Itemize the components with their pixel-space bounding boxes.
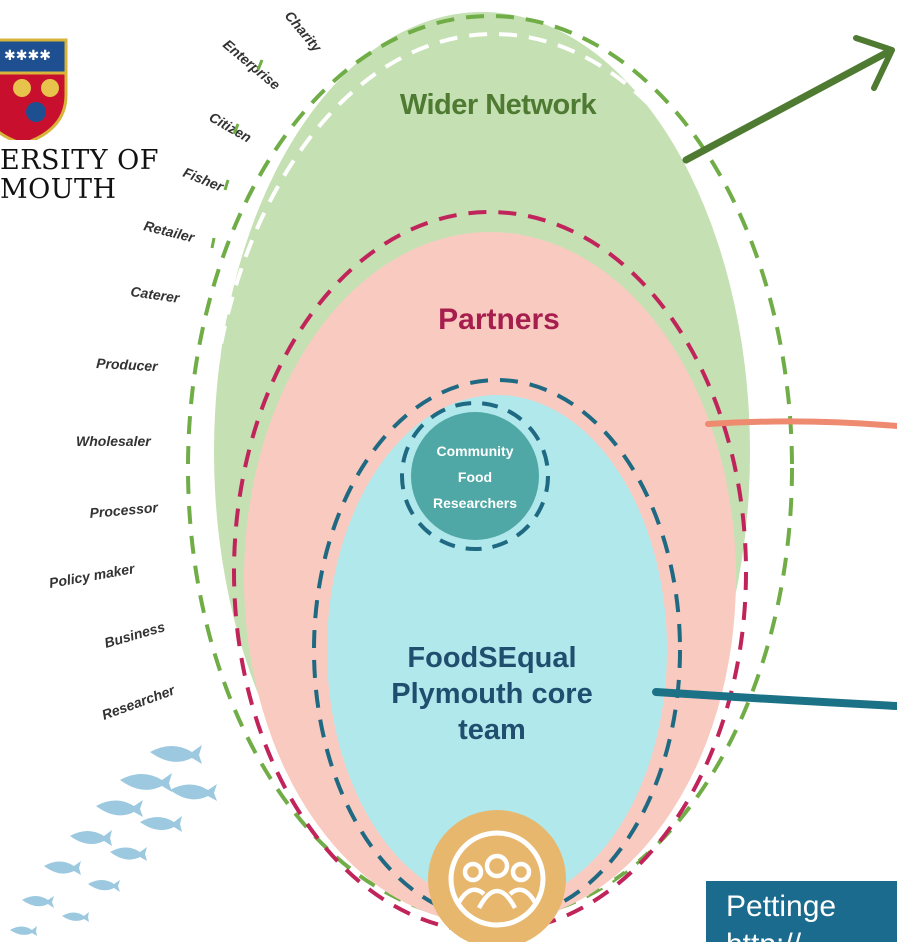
community-label-line2: Food: [458, 469, 492, 485]
community-label-line3: Researchers: [433, 495, 517, 511]
citation-box: Pettinge http://: [706, 881, 897, 942]
community-label-line1: Community: [437, 443, 514, 459]
stakeholder-label: Researcher: [100, 681, 179, 723]
citation-line1: Pettinge: [726, 890, 837, 923]
stakeholder-label: Charity: [282, 8, 326, 56]
core-team-label-line1: FoodSEqual: [407, 642, 576, 674]
core-team-label-line2: Plymouth core: [391, 678, 592, 710]
wider-network-arrow: [682, 48, 892, 164]
wider-network-border: [186, 14, 794, 922]
stakeholder-label: Citizen: [207, 109, 255, 146]
stakeholder-label: Caterer: [130, 283, 182, 306]
stakeholder-label: Wholesaler: [76, 433, 152, 449]
university-crest-icon: ✱✱✱✱: [0, 38, 68, 140]
stakeholder-dividers: [210, 59, 264, 249]
fish-school-icon: [10, 745, 217, 936]
stakeholder-label: Retailer: [142, 217, 197, 245]
core-team-ellipse: [327, 395, 667, 905]
people-group-icon: [428, 810, 566, 942]
stakeholder-label: Producer: [96, 355, 160, 374]
core-team-border: [312, 378, 682, 922]
stakeholder-label: Fisher: [181, 164, 227, 195]
stakeholder-label: Policy maker: [48, 560, 137, 591]
stakeholder-label: Enterprise: [220, 36, 283, 93]
partners-arrow: [705, 418, 897, 429]
partners-label: Partners: [438, 303, 560, 336]
wider-network-label: Wider Network: [400, 89, 598, 121]
university-logo-text: ERSITY OF MOUTH: [0, 145, 159, 205]
core-team-arrow: [652, 688, 897, 710]
stakeholder-label: Business: [102, 618, 166, 651]
svg-text:✱✱✱✱: ✱✱✱✱: [4, 48, 51, 64]
citation-line2: http://: [726, 928, 897, 942]
stakeholder-label: Processor: [89, 499, 160, 521]
core-team-label-line3: team: [458, 714, 526, 746]
